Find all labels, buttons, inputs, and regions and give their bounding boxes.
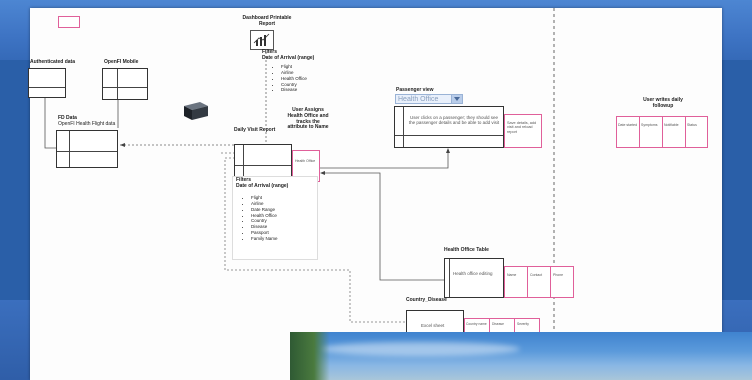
passenger-view-text: User clicks on a passenger; they should … (408, 115, 500, 126)
country-disease-label: Country_Disease (406, 297, 447, 303)
openfi-mobile-label: OpenFI Mobile (104, 59, 139, 65)
fd-data-sublabel: OpenFI Health Flight data (58, 121, 116, 127)
overlapping-photo (290, 332, 752, 380)
daily-visit-label: Daily Visit Report (234, 127, 276, 133)
followup-label: User writes daily followup (643, 97, 683, 109)
cloud-shape (320, 342, 520, 356)
daily-filter-list: Flight Airline Date Range Health Office … (244, 195, 278, 242)
daily-filters-label: Filters (236, 177, 252, 183)
tree-shape (290, 332, 330, 380)
health-office-cells[interactable]: Name Contact Phone (504, 266, 576, 298)
printable-report-icon[interactable] (250, 30, 274, 50)
daily-visit-node[interactable] (234, 144, 292, 182)
dropdown-value: Health Office (398, 96, 439, 103)
top-filters-label: Filters (262, 49, 278, 55)
daily-date-range: Date of Arrival (range) (236, 183, 289, 189)
health-office-dropdown[interactable]: Health Office (395, 94, 463, 104)
top-filter-list: Flight Airline Health Office Country Dis… (274, 64, 307, 93)
authenticated-data-node[interactable] (28, 68, 66, 98)
user-assigns-note: User Assigns Health Office and tracks th… (287, 107, 329, 131)
fd-data-label: FD Data (58, 115, 77, 121)
passenger-view-label: Passenger view (396, 87, 434, 93)
server-image (184, 102, 208, 120)
top-date-range: Date of Arrival (range) (262, 55, 315, 61)
passenger-view-node[interactable]: User clicks on a passenger; they should … (394, 106, 504, 148)
health-office-table-node[interactable]: Health office editing (444, 258, 504, 298)
report-icon-label: Dashboard Printable Report (242, 15, 292, 27)
connector-lines (44, 8, 555, 380)
health-office-table-label: Health Office Table (444, 247, 489, 253)
legend-marker (58, 16, 80, 28)
diagram-canvas: Dashboard Printable Report Filters Date … (28, 8, 722, 380)
daily-filters-panel (232, 176, 318, 260)
openfi-mobile-node[interactable] (102, 68, 148, 100)
passenger-side-cell[interactable]: Save details, add visit and reload repor… (504, 114, 542, 148)
fd-data-node[interactable] (56, 130, 118, 168)
authenticated-data-label: Authenticated data (30, 59, 76, 65)
chevron-down-icon[interactable] (451, 95, 462, 103)
followup-table[interactable]: Date started Symptoms Notifiable Status (616, 116, 708, 148)
